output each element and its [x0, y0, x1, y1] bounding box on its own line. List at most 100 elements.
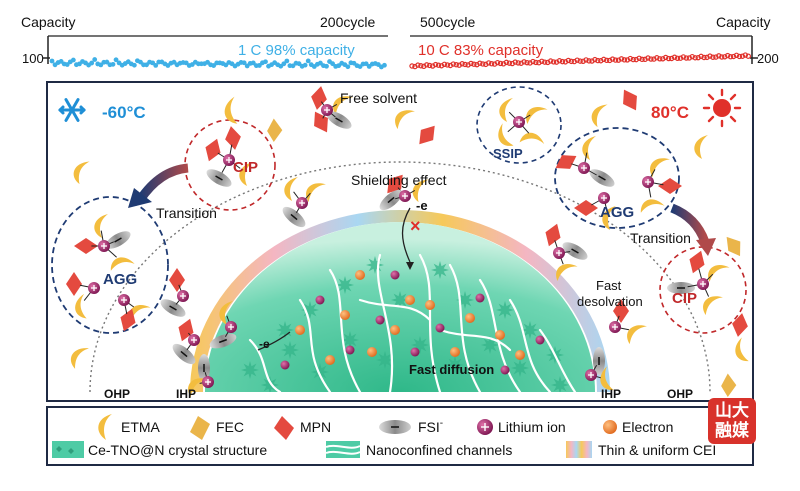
crystal-star	[521, 321, 539, 339]
dome-electron	[340, 310, 350, 320]
lithium-ion	[321, 104, 333, 116]
right-capacity-dot	[539, 58, 545, 64]
right-capacity-dot	[695, 54, 701, 61]
mpn-molecule	[311, 86, 327, 110]
right-capacity-dot	[547, 58, 554, 64]
lithium-ion	[223, 154, 235, 166]
etma-molecule	[129, 304, 151, 323]
etma-molecule	[73, 161, 90, 185]
dome-lithium	[280, 360, 290, 370]
legend-etma-icon	[98, 414, 112, 440]
right-capacity-dot	[710, 54, 716, 60]
right-capacity-dot	[689, 53, 695, 60]
legend-electron-icon	[603, 420, 617, 434]
right-capacity-dot	[745, 53, 752, 59]
left-capacity-dot	[263, 59, 268, 65]
watermark-logo: 山大 融媒	[708, 398, 756, 444]
lithium-ion	[88, 282, 100, 294]
right-capacity-dot	[533, 59, 539, 66]
agg-left-label: AGG	[103, 271, 137, 288]
etma-molecule	[94, 214, 108, 238]
right-capacity-dot	[577, 58, 583, 64]
left-capacity-axis-label: Capacity	[21, 14, 76, 30]
dome-lithium	[535, 335, 545, 345]
cold-temperature-label: -60°C	[102, 103, 146, 122]
fsi-molecule	[667, 282, 695, 294]
blocked-cross: ×	[410, 216, 421, 236]
mpn-molecule	[613, 299, 629, 323]
etma-molecule	[224, 96, 238, 124]
hot-temperature-label: 80°C	[651, 103, 689, 122]
left-capacity-dot	[305, 58, 311, 64]
etma-molecule	[306, 183, 326, 203]
etma-molecule	[412, 179, 429, 203]
right-capacity-dot	[453, 62, 459, 68]
dome-lithium	[375, 315, 385, 325]
left-value-label: 100	[22, 51, 44, 66]
legend-fsi-label: FSI-	[418, 418, 443, 435]
dome-electron	[355, 270, 365, 280]
right-capacity-dot	[471, 61, 477, 67]
right-capacity-dot	[704, 54, 710, 61]
right-capacity-dot	[559, 58, 566, 65]
fec-molecule	[726, 236, 741, 257]
agg-right-label: AGG	[600, 204, 634, 221]
ihp-right-label: IHP	[601, 387, 621, 401]
dome-electron	[405, 295, 415, 305]
left-capacity-dot	[131, 62, 137, 68]
electron-path-left	[257, 331, 291, 351]
legend-crystal-label: Ce-TNO@N crystal structure	[88, 442, 267, 458]
transition-left-label: Transition	[156, 205, 217, 221]
dome-electron	[465, 313, 475, 323]
fsi-molecule	[562, 242, 588, 260]
dome-electron	[495, 330, 505, 340]
right-capacity-dot	[468, 60, 474, 67]
dome-particles	[280, 270, 545, 375]
watermark-line-2: 融媒	[715, 421, 749, 441]
lithium-ion	[609, 321, 621, 333]
mpn-molecule	[555, 155, 577, 169]
right-capacity-dot	[627, 55, 634, 62]
fsi-molecule	[282, 206, 306, 228]
crystal-star	[336, 276, 354, 294]
fsi-molecule	[326, 111, 352, 129]
transition-right-arrow	[670, 203, 710, 244]
right-capacity-dot	[480, 61, 486, 67]
right-capacity-dot	[568, 58, 575, 65]
dome-lithium	[390, 270, 400, 280]
etma-molecule	[640, 199, 665, 213]
crystal-star	[241, 361, 259, 379]
right-capacity-dot	[719, 54, 725, 60]
right-value-label: 200	[757, 51, 779, 66]
right-capacity-dot	[639, 56, 645, 63]
electron-label-left: -e	[259, 337, 270, 351]
legend-crystal-icon	[52, 441, 84, 458]
crystal-star	[276, 321, 294, 339]
transition-left-arrowhead	[128, 188, 152, 208]
legend-mpn-icon	[274, 416, 294, 440]
left-capacity-dot	[324, 63, 329, 69]
crystal-star	[391, 291, 409, 309]
dome-electron	[450, 347, 460, 357]
snowflake-icon	[58, 98, 86, 122]
fec-molecule	[267, 118, 283, 142]
agg-left-ring	[51, 196, 169, 334]
etma-molecule	[602, 206, 616, 230]
right-capacity-dot	[621, 57, 628, 63]
left-capacity-dot	[241, 60, 247, 66]
right-capacity-dot	[668, 55, 675, 62]
lithium-ion	[399, 190, 411, 202]
left-capacity-dot	[284, 58, 290, 64]
right-capacity-dot	[665, 55, 672, 62]
etma-molecule	[694, 135, 708, 159]
main-frame	[46, 81, 754, 402]
mpn-molecule	[689, 250, 705, 274]
right-capacity-dot	[636, 55, 642, 61]
right-capacity-dot	[671, 54, 678, 60]
left-capacity-dot	[110, 61, 116, 67]
left-capacity-dot	[382, 62, 387, 68]
right-capacity-axis-label: Capacity	[716, 14, 771, 30]
right-capacity-dot	[542, 59, 548, 65]
lithium-ion	[296, 197, 308, 209]
etma-molecule	[239, 162, 253, 186]
